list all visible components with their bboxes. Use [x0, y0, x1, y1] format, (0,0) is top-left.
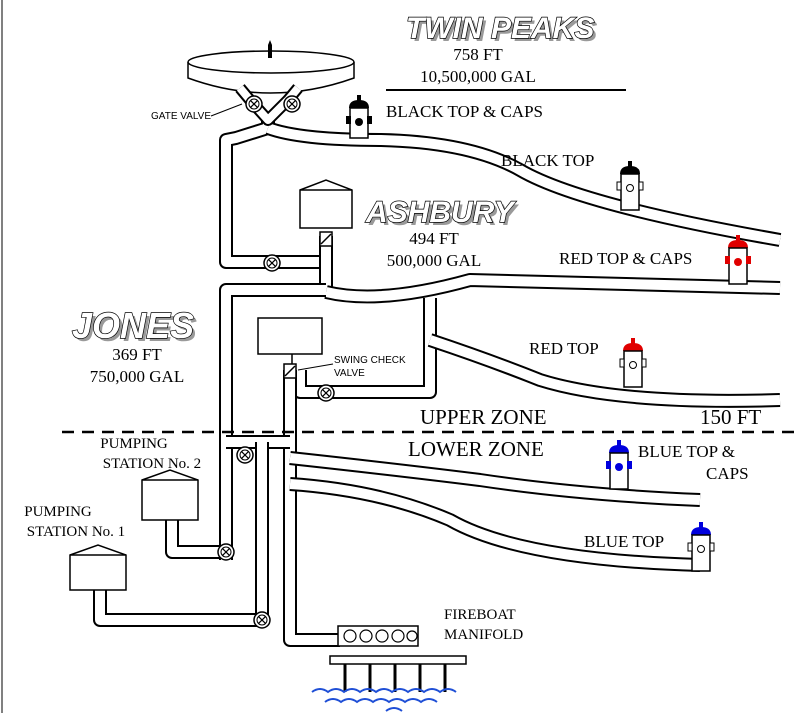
pumping-station-1-building — [69, 544, 127, 591]
hydrant-blue-top-icon — [687, 522, 715, 572]
water-waves — [311, 688, 457, 712]
lower-zone-label: LOWER ZONE — [408, 437, 544, 461]
gate-valve-left-icon — [245, 95, 263, 113]
swing-check-leader — [297, 363, 334, 371]
jones-title: JONES — [72, 305, 194, 346]
ashbury-tank — [299, 179, 353, 229]
hydrant-black-top-icon — [616, 161, 644, 211]
valve-icon — [236, 446, 254, 464]
black-top-label: BLACK TOP — [501, 151, 594, 170]
ashbury-title: ASHBURY — [365, 196, 517, 229]
gate-valve-label: GATE VALVE — [151, 111, 211, 122]
valve-icon — [317, 384, 335, 402]
twin-peaks-capacity: 10,500,000 GAL — [420, 67, 536, 86]
pumping-station-1-label-2: STATION No. 1 — [27, 524, 125, 540]
red-top-label: RED TOP — [529, 339, 599, 358]
jones-title-shadow: JONES — [75, 308, 197, 349]
twin-peaks-title-shadow: TWIN PEAKS — [409, 15, 597, 48]
swing-check-label: SWING CHECK — [334, 355, 406, 366]
pier — [329, 655, 467, 692]
jones-capacity: 750,000 GAL — [90, 367, 184, 386]
pipe-network — [93, 108, 782, 647]
valve-icon — [217, 543, 235, 561]
valve-icon — [263, 254, 281, 272]
pumping-station-2-building — [141, 469, 199, 521]
swing-check-label-2: VALVE — [334, 368, 365, 379]
blue-top-caps-label: BLUE TOP & — [638, 442, 735, 461]
ashbury-title-shadow: ASHBURY — [368, 199, 520, 232]
pumping-station-1-label: PUMPING — [24, 504, 92, 520]
ashbury-capacity: 500,000 GAL — [387, 251, 481, 270]
blue-top-caps-label-2: CAPS — [706, 464, 749, 483]
upper-zone-label: UPPER ZONE — [420, 405, 547, 429]
hydrant-black-caps-icon — [346, 95, 372, 139]
jones-elevation: 369 FT — [112, 345, 162, 364]
hydrant-red-top-icon — [619, 338, 647, 388]
blue-top-label: BLUE TOP — [584, 532, 664, 551]
hydrant-red-caps-icon — [725, 235, 751, 285]
gate-valve-right-icon — [283, 95, 301, 113]
ashbury-elevation: 494 FT — [409, 229, 459, 248]
twin-peaks-title: TWIN PEAKS — [406, 12, 594, 45]
black-top-caps-label: BLACK TOP & CAPS — [386, 102, 543, 121]
red-top-caps-label: RED TOP & CAPS — [559, 249, 692, 268]
swing-check-valve-icon — [283, 231, 333, 379]
fireboat-manifold — [337, 625, 419, 647]
pumping-station-2-label-2: STATION No. 2 — [103, 456, 201, 472]
jones-tank — [257, 317, 323, 368]
zone-boundary-elevation: 150 FT — [700, 405, 761, 429]
valves — [217, 95, 335, 629]
hydrant-blue-caps-icon — [606, 440, 632, 490]
valve-icon — [253, 611, 271, 629]
twin-peaks-elevation: 758 FT — [453, 45, 503, 64]
fireboat-label: FIREBOAT — [444, 607, 516, 623]
pumping-station-2-label: PUMPING — [100, 436, 168, 452]
gate-valve-leader — [210, 103, 243, 117]
fireboat-label-2: MANIFOLD — [444, 627, 523, 643]
